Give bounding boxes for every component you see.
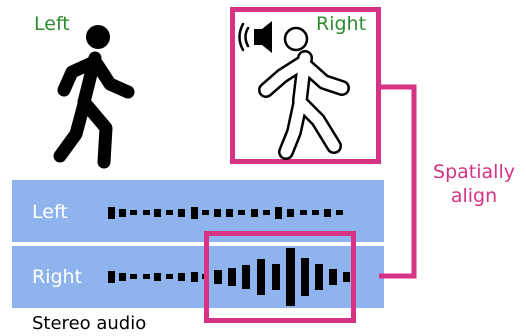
walking-person-solid-icon bbox=[53, 25, 135, 169]
left-waveform bbox=[108, 207, 343, 219]
right-figure-label: Right bbox=[316, 13, 367, 35]
speaker-icon bbox=[238, 21, 272, 53]
right-channel-label: Right bbox=[32, 266, 83, 288]
stereo-audio-caption: Stereo audio bbox=[32, 313, 147, 334]
alignment-connector bbox=[379, 84, 417, 279]
left-channel-label: Left bbox=[32, 201, 68, 223]
spatially-align-line2: align bbox=[450, 185, 498, 207]
left-figure-label: Left bbox=[34, 13, 70, 35]
waveform-highlight-box bbox=[204, 231, 356, 323]
spatially-align-line1: Spatially bbox=[433, 161, 515, 183]
walking-person-outline-icon bbox=[258, 26, 350, 160]
right-waveform bbox=[108, 248, 350, 306]
source-highlight-box bbox=[230, 7, 381, 164]
spatially-align-label: Spatially align bbox=[426, 160, 522, 208]
